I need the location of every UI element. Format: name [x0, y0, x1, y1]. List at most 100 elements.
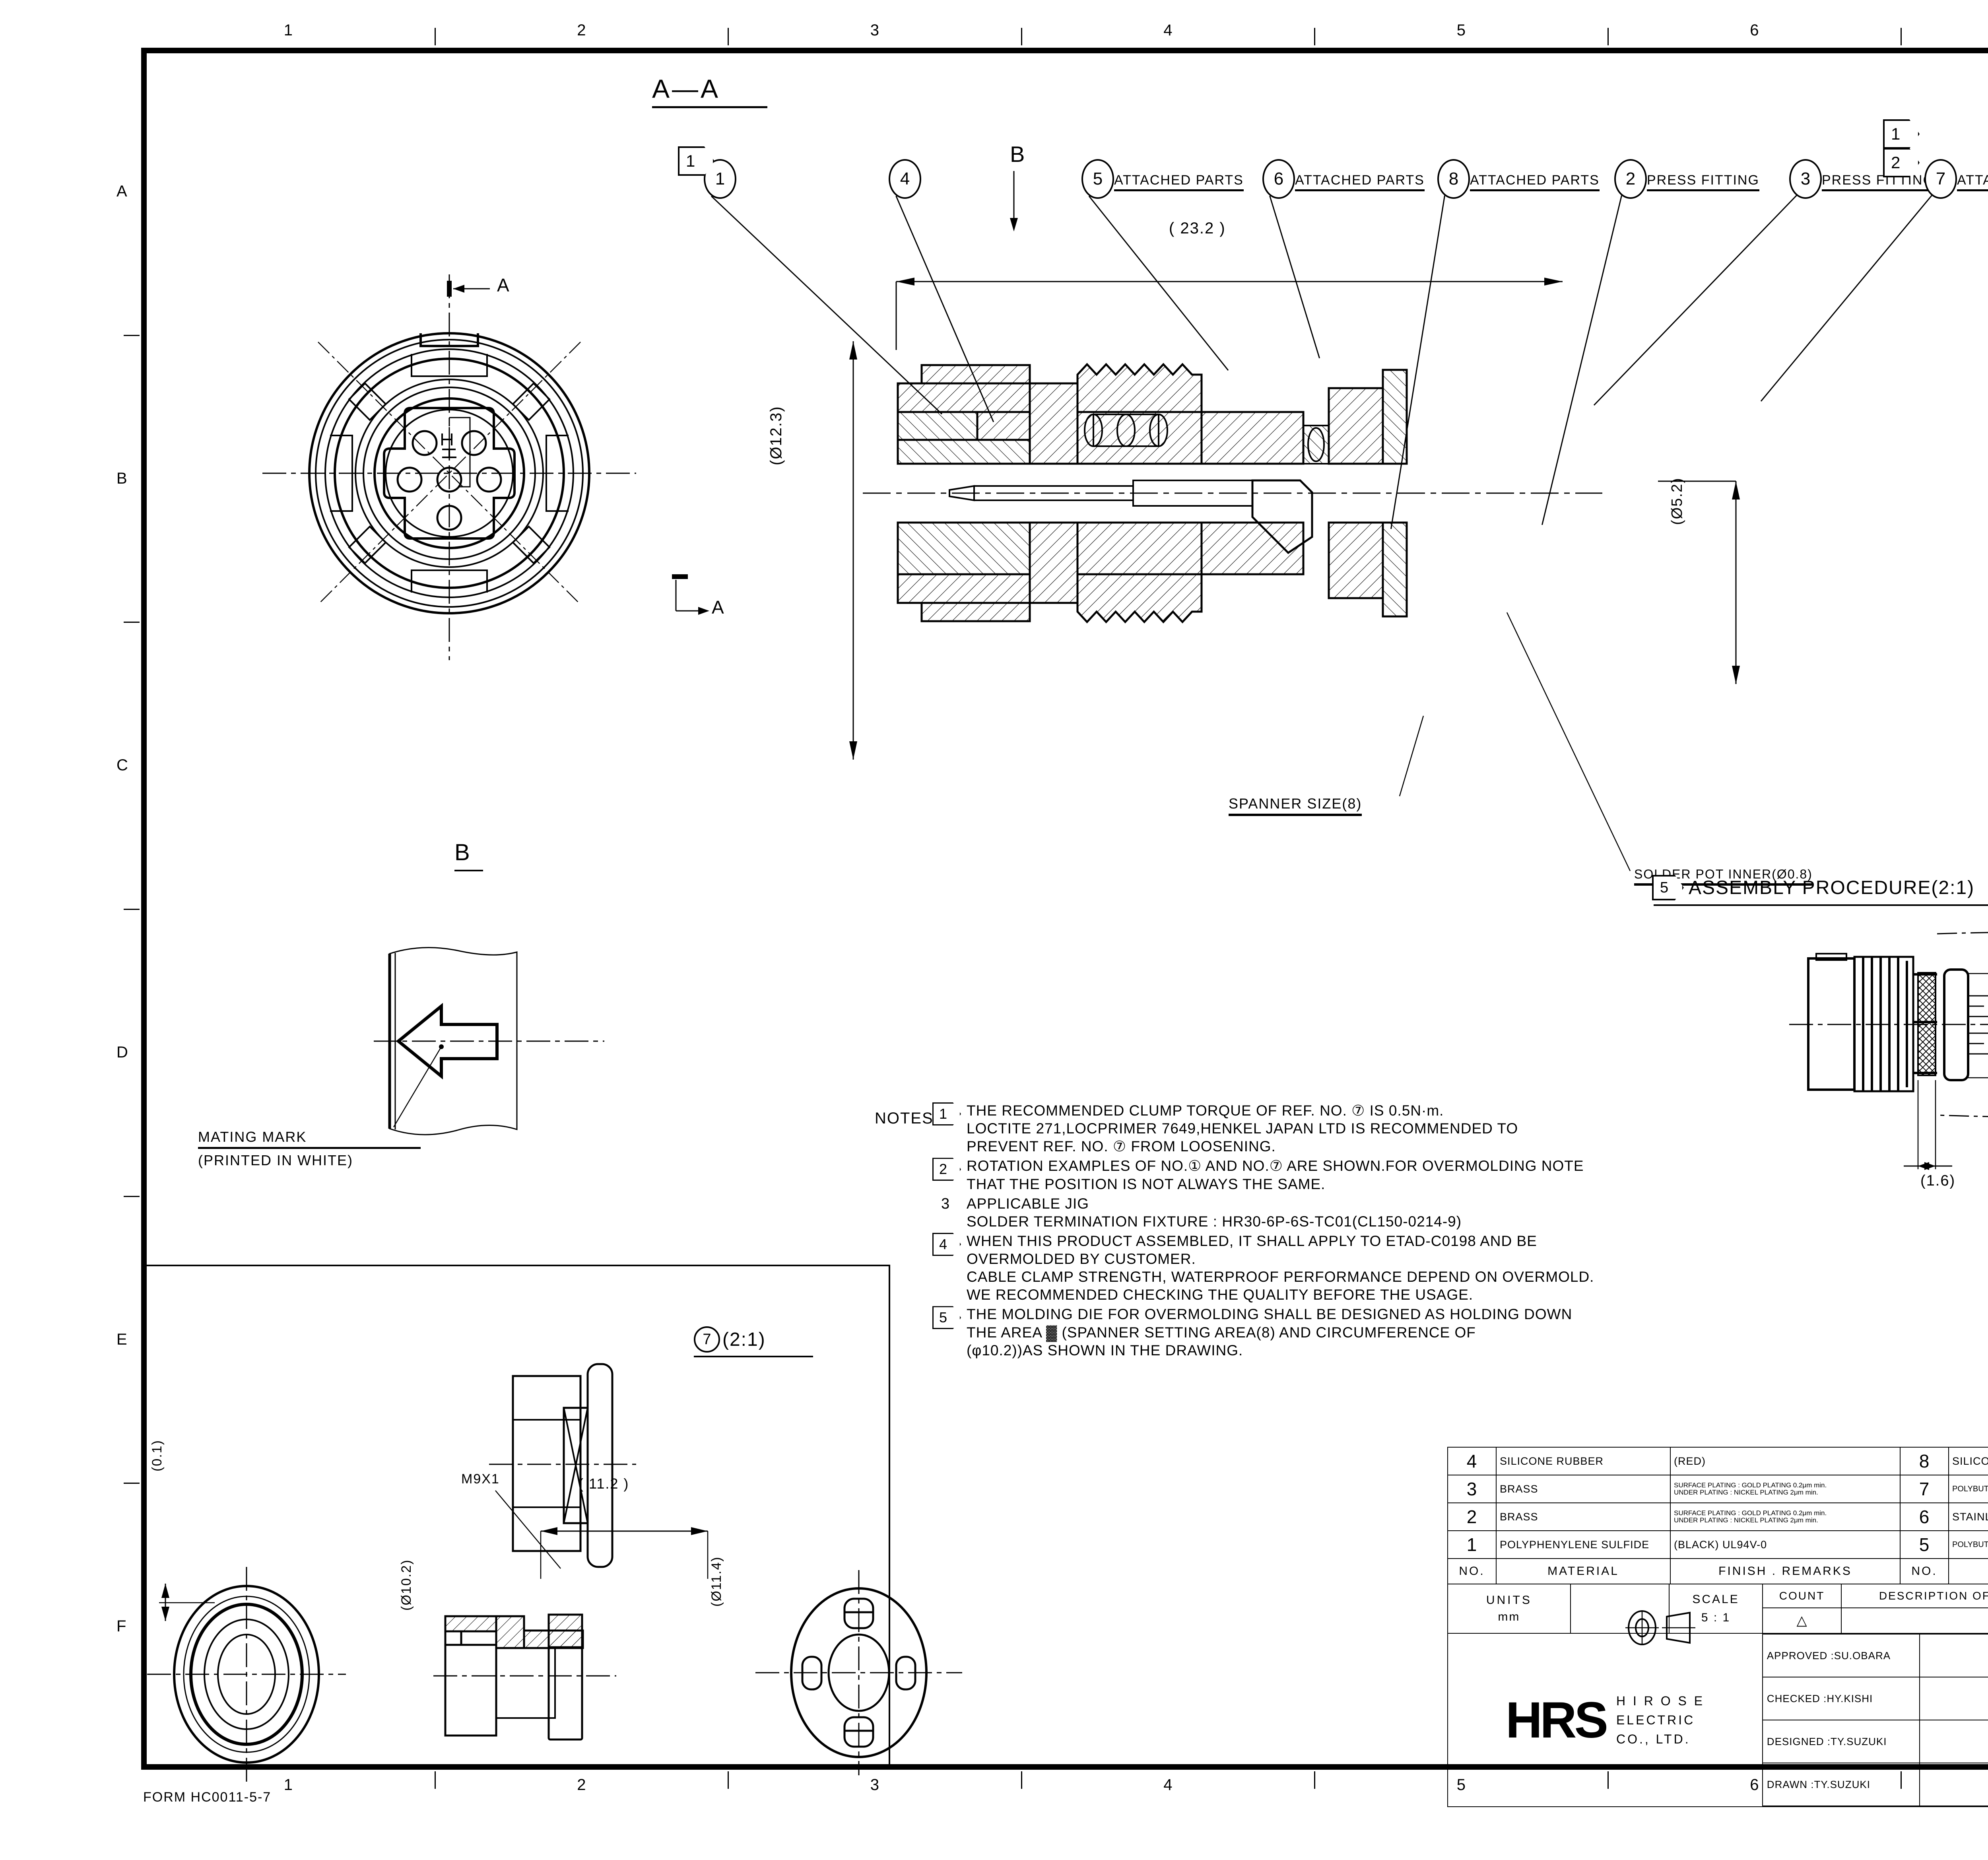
note-line: OVERMOLDED BY CUSTOMER.: [967, 1251, 1196, 1267]
callout-balloon-2: 2: [1614, 159, 1647, 199]
callout-balloon-number: 2: [1625, 169, 1636, 189]
company-logo-cell: HRS H I R O S E ELECTRIC CO., LTD.: [1447, 1633, 1763, 1807]
note-line: THE AREA ▓ (SPANNER SETTING AREA(8) AND …: [967, 1324, 1476, 1341]
mating-mark-view: [374, 947, 604, 1135]
parts-header-cell: NO.: [1900, 1558, 1949, 1584]
part-material: POLYPHENYLENE SULFIDE: [1496, 1530, 1671, 1559]
revision-blank-cell[interactable]: [1841, 1607, 1988, 1634]
first-angle-projection-icon: [1625, 1610, 1695, 1645]
note-text-2: ROTATION EXAMPLES OF NO.① AND NO.⑦ ARE S…: [967, 1157, 1584, 1193]
detail7-dim-d102: (Ø10.2): [399, 1559, 414, 1611]
part-no: 8: [1900, 1447, 1949, 1475]
dim-body-dia-arrows: [849, 341, 857, 760]
zone-col-1: 1: [283, 21, 294, 39]
callout-balloon-6: 6: [1262, 159, 1295, 199]
zone-col-2: 2: [577, 21, 587, 39]
note-line: LOCTITE 271,LOCPRIMER 7649,HENKEL JAPAN …: [967, 1120, 1518, 1137]
zone-col-4: 4: [1163, 21, 1174, 39]
part-finish: SURFACE PLATING : GOLD PLATING 0.2μm min…: [1670, 1502, 1901, 1531]
note-flag-number: 5: [939, 1309, 947, 1326]
callout-balloon-4: 4: [889, 159, 921, 199]
revision-header-cell: DESCRIPTION OF REVISIONS: [1841, 1584, 1988, 1608]
part-no: 4: [1447, 1447, 1497, 1475]
zone-col-6: 6: [1750, 21, 1760, 39]
arrow-b-glyph: [1010, 171, 1018, 231]
signoff-date: 09.11.09: [1919, 1677, 1988, 1720]
note-flag-wrap: 3: [932, 1195, 967, 1213]
zone-col-5: 5: [1456, 21, 1467, 39]
note-flag-1: 1: [932, 1102, 961, 1125]
parts-header-cell: MATERIAL: [1948, 1558, 1988, 1584]
zone-tick: [728, 1771, 729, 1789]
company-line-2: ELECTRIC: [1616, 1713, 1695, 1727]
dim-pin-dia-text: (Ø5.2): [1669, 477, 1685, 525]
zone-tick: [434, 1771, 436, 1789]
callout-text-8: ATTACHED PARTS: [1470, 173, 1600, 191]
hrs-logo: HRS: [1505, 1691, 1608, 1749]
signoff-date: 09.11.04: [1919, 1763, 1988, 1806]
callout-balloon-1: 1: [704, 159, 736, 199]
detail7-dim-d114: (Ø11.4): [709, 1556, 724, 1607]
callout-balloon-number: 1: [715, 169, 725, 189]
zone-tick: [124, 622, 140, 623]
detail7-dim-01: (0.1): [149, 1440, 165, 1471]
detail7-thread-label: M9X1: [461, 1471, 500, 1487]
dim-overall-length-text: ( 23.2 ): [1169, 220, 1226, 237]
zone-tick: [728, 28, 729, 45]
zone-col-3: 3: [870, 1776, 880, 1794]
assembly-dim-16: (1.6): [1920, 1172, 1956, 1189]
zone-tick: [124, 334, 140, 336]
section-label-aa: A—A: [652, 74, 767, 108]
note-line: PREVENT REF. NO. ⑦ FROM LOOSENING.: [967, 1138, 1276, 1155]
signoff-role: DRAWN :TY.SUZUKI: [1763, 1763, 1920, 1806]
section-arrow-a-top-glyph: [447, 281, 490, 297]
parts-header-cell: MATERIAL: [1496, 1558, 1671, 1584]
units-label: UNITS: [1486, 1594, 1532, 1607]
zone-col-4: 4: [1163, 1776, 1174, 1794]
part-finish-line: SURFACE PLATING : GOLD PLATING 0.2μm min…: [1674, 1509, 1827, 1517]
part-finish-line: UNDER PLATING : NICKEL PLATING 2μm min.: [1674, 1489, 1818, 1496]
assembly-procedure-header: 5 ASSEMBLY PROCEDURE(2:1): [1652, 875, 1988, 906]
section-arrow-a-bottom-glyph: [672, 574, 709, 615]
detail7-dim-112-arrows: [540, 1527, 709, 1579]
zone-col-1: 1: [283, 1776, 294, 1794]
zone-tick: [434, 28, 436, 45]
note-flag-number: 4: [939, 1236, 947, 1252]
note-line: THAT THE POSITION IS NOT ALWAYS THE SAME…: [967, 1176, 1326, 1192]
zone-col-3: 3: [870, 21, 880, 39]
zone-tick: [124, 1195, 140, 1197]
callout-text-5: ATTACHED PARTS: [1114, 173, 1244, 191]
company-line-3: CO., LTD.: [1616, 1732, 1691, 1746]
zone-row-A: A: [116, 182, 128, 200]
detail7-section-view: [433, 1613, 616, 1741]
detail7-scale: (2:1): [722, 1329, 766, 1350]
form-code: FORM HC0011-5-7: [143, 1790, 272, 1805]
zone-tick: [1607, 28, 1609, 45]
parts-header-cell: NO.: [1447, 1558, 1497, 1584]
zone-col-2: 2: [577, 1776, 587, 1794]
note-text-1: THE RECOMMENDED CLUMP TORQUE OF REF. NO.…: [967, 1102, 1518, 1155]
revision-mark-cell[interactable]: △: [1762, 1607, 1842, 1634]
notes-heading: NOTES: [875, 1110, 934, 1127]
note-line: SOLDER TERMINATION FIXTURE : HR30-6P-6S-…: [967, 1213, 1462, 1230]
part-material: POLYBUTYLENE TEREPHTHALATE: [1948, 1530, 1988, 1559]
note-flag-2: 2: [932, 1158, 961, 1181]
zone-tick: [1314, 1771, 1315, 1789]
zone-tick: [1314, 28, 1315, 45]
signoff-row: CHECKED :HY.KISHI 09.11.09: [1763, 1677, 1988, 1720]
note-flag-wrap: 2: [932, 1157, 967, 1181]
part-no: 1: [1447, 1530, 1497, 1559]
arrow-b-label: B: [1010, 142, 1026, 167]
note-line: APPLICABLE JIG: [967, 1195, 1089, 1212]
detail7-top-view: [489, 1363, 636, 1568]
solder-pot-leader: [1506, 612, 1631, 871]
part-material: STAINLESS STEEL: [1948, 1502, 1988, 1531]
